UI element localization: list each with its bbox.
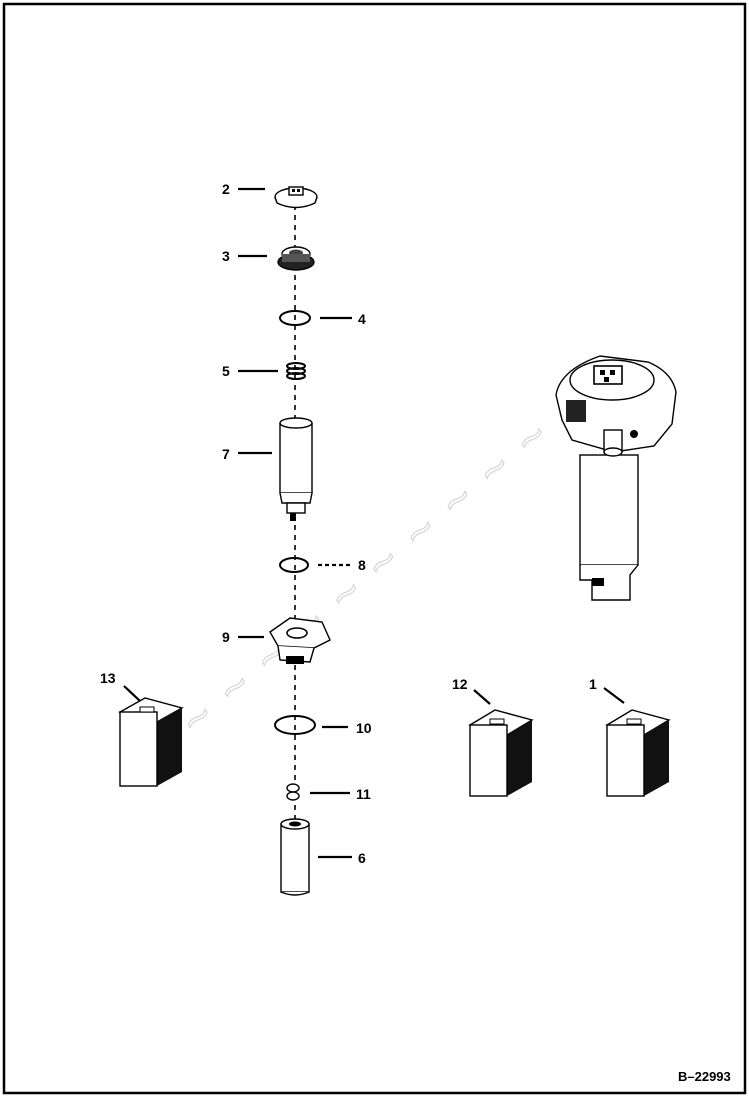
- part-filter-head: [269, 617, 331, 664]
- kit-box-12: [468, 709, 534, 797]
- part-bowl: [279, 417, 313, 521]
- kit-box-13: [118, 697, 184, 787]
- part-filter-element: [280, 818, 310, 896]
- part-cap: [274, 186, 318, 209]
- callout-13: 13: [100, 670, 116, 686]
- callout-4: 4: [358, 311, 366, 327]
- callout-12: 12: [452, 676, 468, 692]
- callout-3: 3: [222, 248, 230, 264]
- part-fitting: [277, 246, 315, 271]
- part-oring-10: [274, 715, 316, 735]
- callout-2: 2: [222, 181, 230, 197]
- part-oring-8: [279, 557, 309, 573]
- callout-11: 11: [356, 786, 371, 802]
- leader-1: [603, 687, 625, 704]
- part-spring: [286, 362, 306, 380]
- callout-1: 1: [589, 676, 597, 692]
- part-oring-4: [279, 310, 311, 326]
- callout-5: 5: [222, 363, 230, 379]
- callout-6: 6: [358, 850, 366, 866]
- drawing-reference: B–22993: [678, 1069, 731, 1084]
- kit-box-1: [605, 709, 671, 797]
- part-valve: [286, 783, 300, 801]
- leader-12: [473, 689, 491, 705]
- callout-9: 9: [222, 629, 230, 645]
- assembled-filter: [555, 355, 677, 601]
- callout-10: 10: [356, 720, 372, 736]
- callout-7: 7: [222, 446, 230, 462]
- callout-8: 8: [358, 557, 366, 573]
- leader-13: [123, 685, 141, 702]
